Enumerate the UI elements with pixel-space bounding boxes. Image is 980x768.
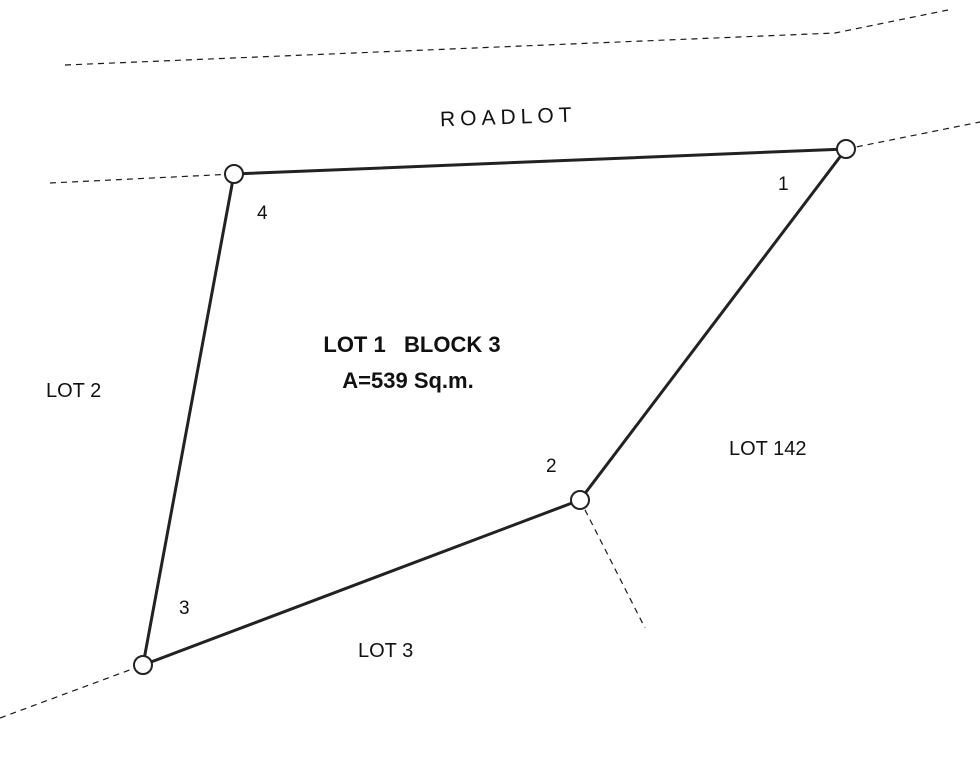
road-label: ROADLOT [440,104,577,132]
corner-marker-4 [224,164,244,184]
corner-label-3: 3 [179,598,190,619]
corner-marker-3 [133,655,153,675]
corner-marker-2 [570,490,590,510]
boundary-extension-north-east [845,121,980,150]
neighbor-lot-south: LOT 3 [358,640,413,662]
lot-boundary [141,147,850,668]
neighbor-lot-east: LOT 142 [729,438,806,460]
corner-label-2: 2 [546,456,557,477]
corner-marker-1 [836,139,856,159]
boundary-extension-north-west [49,173,235,184]
lot-title: LOT 1 BLOCK 3 [323,332,500,357]
neighbor-lot-west: LOT 2 [46,380,101,402]
lot-line-lot3-lot142 [579,499,646,629]
boundary-extension-south-west [0,664,144,719]
road-edge-dashed-line [64,9,949,66]
corner-label-4: 4 [257,203,268,224]
corner-label-1: 1 [778,174,789,195]
lot-area: A=539 Sq.m. [342,368,473,393]
